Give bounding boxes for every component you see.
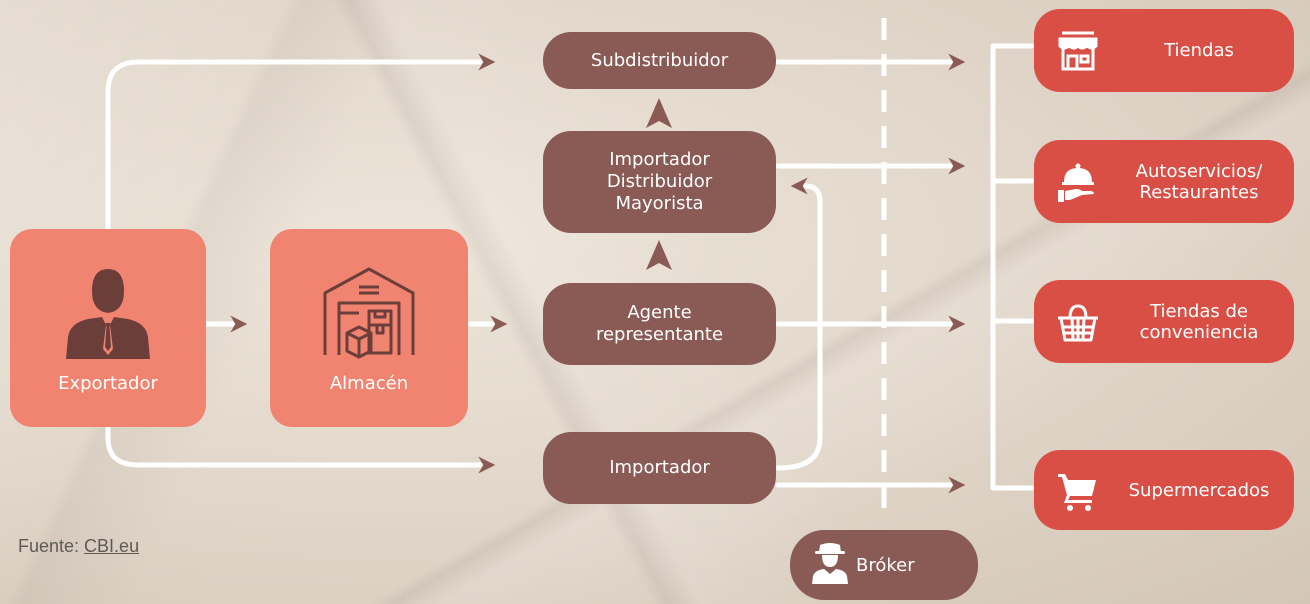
agente-label-1: Agente bbox=[627, 302, 692, 323]
autoservicios-label-1: Autoservicios/ bbox=[1135, 160, 1263, 182]
importador-distribuidor-label-2: Distribuidor bbox=[606, 171, 713, 192]
store-icon bbox=[1058, 31, 1098, 70]
importador-distribuidor-node: Importador Distribuidor Mayorista bbox=[543, 131, 776, 233]
broker-node: Bróker bbox=[790, 530, 978, 600]
importador-distribuidor-label-1: Importador bbox=[609, 149, 710, 170]
conveniencia-label-1: Tiendas de bbox=[1150, 300, 1248, 322]
subdistribuidor-label: Subdistribuidor bbox=[590, 49, 729, 71]
conveniencia-label-2: conveniencia bbox=[1139, 321, 1259, 343]
source-prefix: Fuente: bbox=[18, 536, 85, 556]
conveniencia-node: Tiendas de conveniencia bbox=[1034, 280, 1294, 363]
importador-distribuidor-label-3: Mayorista bbox=[615, 193, 704, 214]
autoservicios-label-2: Restaurantes bbox=[1139, 181, 1259, 203]
arrow-up-to-importador-dist bbox=[646, 240, 672, 270]
line-retail-bus bbox=[990, 43, 1035, 491]
person-icon bbox=[66, 268, 150, 359]
source-link[interactable]: CBI.eu bbox=[84, 536, 140, 556]
basket-icon bbox=[1058, 304, 1098, 341]
source-note: Fuente: CBI.eu bbox=[18, 536, 139, 557]
broker-icon bbox=[812, 543, 848, 584]
agente-node: Agente representante bbox=[543, 283, 776, 365]
subdistribuidor-node: Subdistribuidor bbox=[543, 32, 776, 89]
food-service-icon bbox=[1058, 163, 1094, 202]
autoservicios-node: Autoservicios/ Restaurantes bbox=[1034, 140, 1294, 223]
importador-label: Importador bbox=[609, 457, 710, 478]
almacen-node: Almacén bbox=[270, 229, 468, 427]
line-exportador-subdistribuidor bbox=[105, 53, 496, 231]
tiendas-label: Tiendas bbox=[1164, 40, 1234, 61]
importador-node: Importador bbox=[543, 432, 776, 504]
exportador-label: Exportador bbox=[58, 372, 158, 394]
line-exportador-importador bbox=[105, 425, 496, 474]
agente-label-2: representante bbox=[595, 324, 724, 345]
warehouse-icon bbox=[323, 267, 415, 358]
supermercados-node: Supermercados bbox=[1034, 450, 1294, 530]
shopping-cart-icon bbox=[1058, 474, 1096, 511]
line-importador-distribuidor-loop bbox=[775, 177, 823, 471]
almacen-label: Almacén bbox=[329, 372, 409, 394]
tiendas-node: Tiendas bbox=[1034, 9, 1294, 92]
exportador-node: Exportador bbox=[10, 229, 206, 427]
broker-label: Bróker bbox=[856, 554, 915, 576]
arrow-up-to-subdistribuidor bbox=[646, 98, 672, 128]
supermercados-label: Supermercados bbox=[1128, 479, 1270, 501]
